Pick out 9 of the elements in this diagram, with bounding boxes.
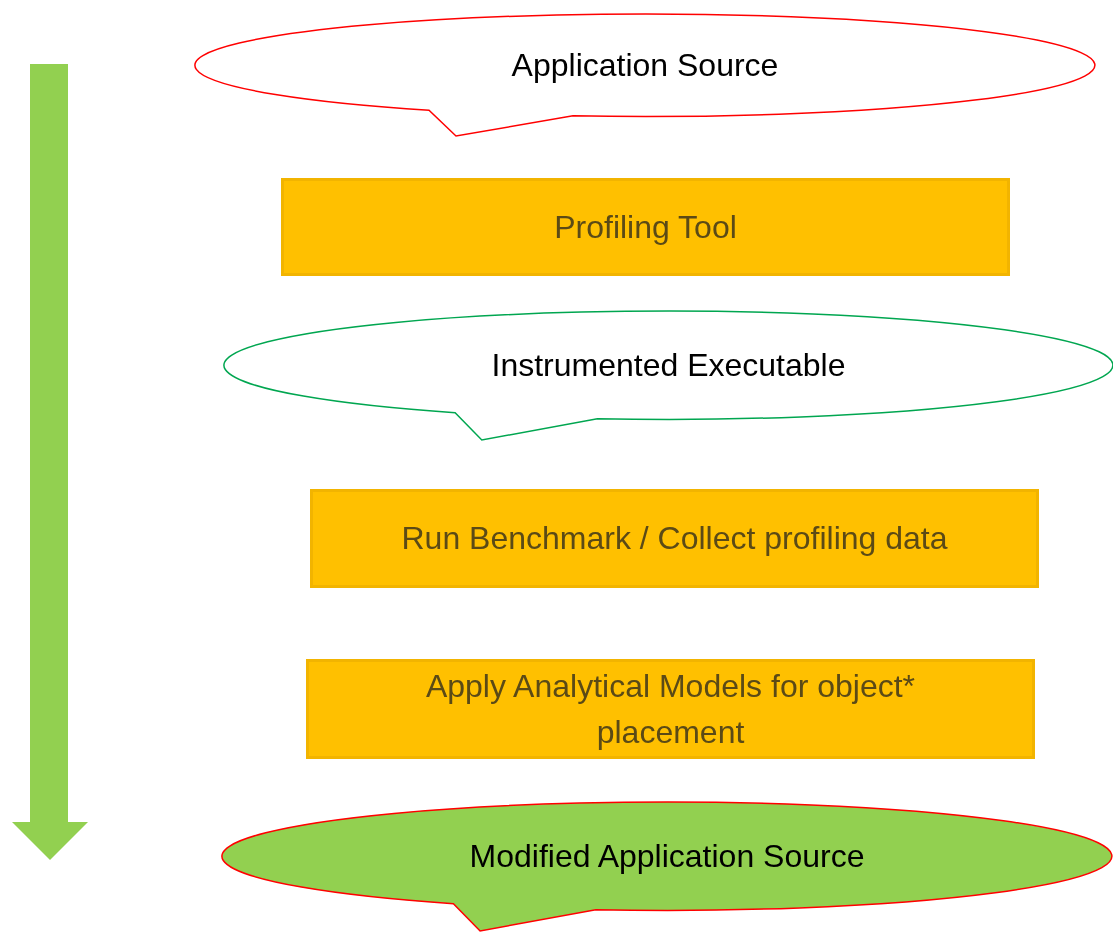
box-label: Profiling Tool [554,207,737,247]
process-box [306,659,1035,759]
bubble-label: Instrumented Executable [491,346,846,385]
box-label: Apply Analytical Models for object* placement [424,666,917,752]
process-box [310,489,1039,588]
bubble-label: Modified Application Source [469,837,865,876]
box-label: Run Benchmark / Collect profiling data [401,519,948,559]
bubble-label: Application Source [511,46,779,85]
process-box [281,178,1010,276]
